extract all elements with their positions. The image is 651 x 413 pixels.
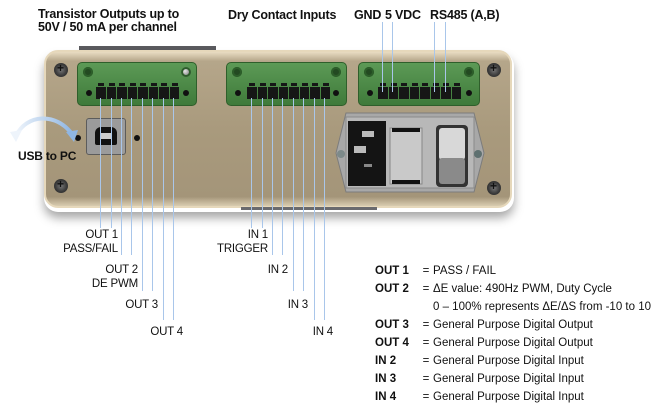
- legend-row: OUT 1=PASS / FAIL: [375, 265, 497, 277]
- out4-label: OUT 4: [150, 326, 183, 338]
- indicator-dot: [183, 90, 189, 96]
- enclosure-bottom-edge: [241, 207, 377, 210]
- power-entry-module: [335, 112, 485, 193]
- mount-hole: [232, 67, 242, 77]
- dry-contact-inputs-header: Dry Contact Inputs: [228, 8, 337, 22]
- legend-row: IN 3=General Purpose Digital Input: [375, 373, 584, 385]
- fuse-holder: [389, 127, 423, 185]
- usb-arrow-icon: [10, 116, 78, 142]
- in3-label: IN 3: [287, 299, 308, 311]
- gnd-label: GND: [354, 8, 382, 22]
- wire-in3-b: [303, 98, 304, 291]
- power-rs485-pins: [378, 83, 461, 99]
- legend-row: OUT 2=ΔE value: 490Hz PWM, Duty Cycle: [375, 283, 612, 295]
- wire-out4-b: [173, 98, 174, 320]
- in1-label: IN 1 TRIGGER: [217, 229, 268, 255]
- screw-icon: [54, 61, 68, 77]
- vdc-label: 5 VDC: [385, 8, 421, 22]
- power-rs485-terminal-block: [358, 62, 480, 106]
- wire-5vdc: [392, 22, 393, 92]
- wire-out3-a: [142, 98, 143, 291]
- out2-label: OUT 2 DE PWM: [91, 264, 138, 290]
- wire-in2-a: [272, 98, 273, 255]
- screw-icon: [487, 179, 501, 195]
- input-terminal-block: [226, 62, 347, 106]
- wire-out2-a: [121, 98, 122, 255]
- indicator-dot: [235, 90, 241, 96]
- output-pins: [96, 83, 179, 99]
- in4-label: IN 4: [312, 326, 333, 338]
- wire-in3-a: [293, 98, 294, 291]
- indicator-dot: [134, 135, 140, 141]
- legend-row: IN 4=General Purpose Digital Input: [375, 391, 584, 403]
- mount-hole: [464, 67, 474, 77]
- usb-to-pc-label: USB to PC: [18, 149, 77, 163]
- transistor-outputs-title: Transistor Outputs up to: [38, 7, 180, 21]
- wire-rs485-a: [434, 22, 435, 92]
- transistor-outputs-header: Transistor Outputs up to 50V / 50 mA per…: [38, 8, 179, 34]
- wire-rs485-b: [445, 22, 446, 92]
- wire-in2-b: [282, 98, 283, 255]
- wire-out1-a: [100, 98, 101, 228]
- wire-gnd: [382, 22, 383, 92]
- transistor-outputs-spec: 50V / 50 mA per channel: [38, 20, 177, 34]
- legend-row: OUT 4=General Purpose Digital Output: [375, 337, 593, 349]
- wire-out1-b: [111, 98, 112, 228]
- enclosure-top-edge: [79, 46, 216, 51]
- legend-row: 0 – 100% represents ΔE/ΔS from -10 to 10: [433, 301, 651, 313]
- indicator-dot: [86, 90, 92, 96]
- usb-icon: [95, 127, 117, 145]
- iec-power-inlet: [348, 121, 386, 186]
- wire-out4-a: [163, 98, 164, 320]
- indicator-dot: [466, 90, 472, 96]
- mount-hole: [364, 67, 374, 77]
- screw-icon: [487, 61, 501, 77]
- mount-hole: [331, 67, 341, 77]
- wire-in4-b: [324, 98, 325, 320]
- screw-icon: [54, 177, 68, 193]
- wire-in1-b: [262, 98, 263, 228]
- input-pins: [247, 83, 330, 99]
- mount-hole: [83, 67, 93, 77]
- indicator-dot: [75, 135, 81, 141]
- in2-label: IN 2: [267, 264, 288, 276]
- pin-function-legend: OUT 1=PASS / FAIL OUT 2=ΔE value: 490Hz …: [375, 262, 651, 406]
- wire-in1-a: [251, 98, 252, 228]
- mount-hole: [181, 67, 191, 77]
- usb-b-port[interactable]: [86, 118, 126, 155]
- wire-in4-a: [314, 98, 315, 320]
- legend-row: OUT 3=General Purpose Digital Output: [375, 319, 593, 331]
- rs485-label: RS485 (A,B): [430, 8, 500, 22]
- wire-out2-b: [131, 98, 132, 255]
- output-terminal-block: [77, 62, 197, 106]
- wire-out3-b: [152, 98, 153, 291]
- indicator-dot: [367, 90, 373, 96]
- legend-row: IN 2=General Purpose Digital Input: [375, 355, 584, 367]
- indicator-dot: [333, 90, 339, 96]
- out3-label: OUT 3: [125, 299, 158, 311]
- out1-label: OUT 1 PASS/FAIL: [63, 229, 118, 255]
